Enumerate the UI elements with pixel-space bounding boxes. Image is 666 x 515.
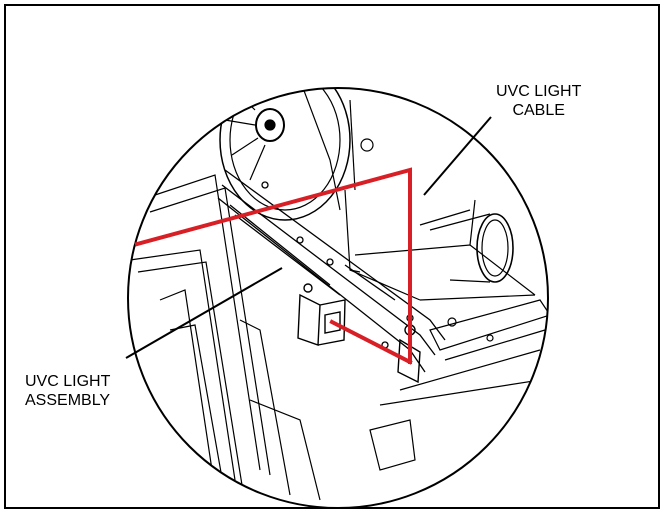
callout-line: UVC LIGHT xyxy=(496,83,582,100)
callout-line: ASSEMBLY xyxy=(25,392,111,409)
uv-lamp-end xyxy=(429,213,514,283)
cable-route-upper xyxy=(134,167,412,364)
cable-highlight xyxy=(134,167,413,365)
light-assembly-box xyxy=(297,283,421,384)
side-panels xyxy=(129,174,321,501)
callout-line: CABLE xyxy=(512,102,565,119)
uvc-light-cable-label: UVC LIGHT CABLE xyxy=(496,82,581,120)
assembly-leader-line xyxy=(125,267,283,359)
cable-route-lower xyxy=(329,319,413,365)
callout-line: UVC LIGHT xyxy=(25,373,111,390)
lower-bracket xyxy=(369,299,548,471)
detail-view xyxy=(128,88,548,508)
cabinet-box xyxy=(344,189,536,301)
cable-leader-line xyxy=(423,116,492,196)
uvc-light-assembly-label: UVC LIGHT ASSEMBLY xyxy=(25,372,110,410)
detail-circle-outline xyxy=(127,87,549,509)
